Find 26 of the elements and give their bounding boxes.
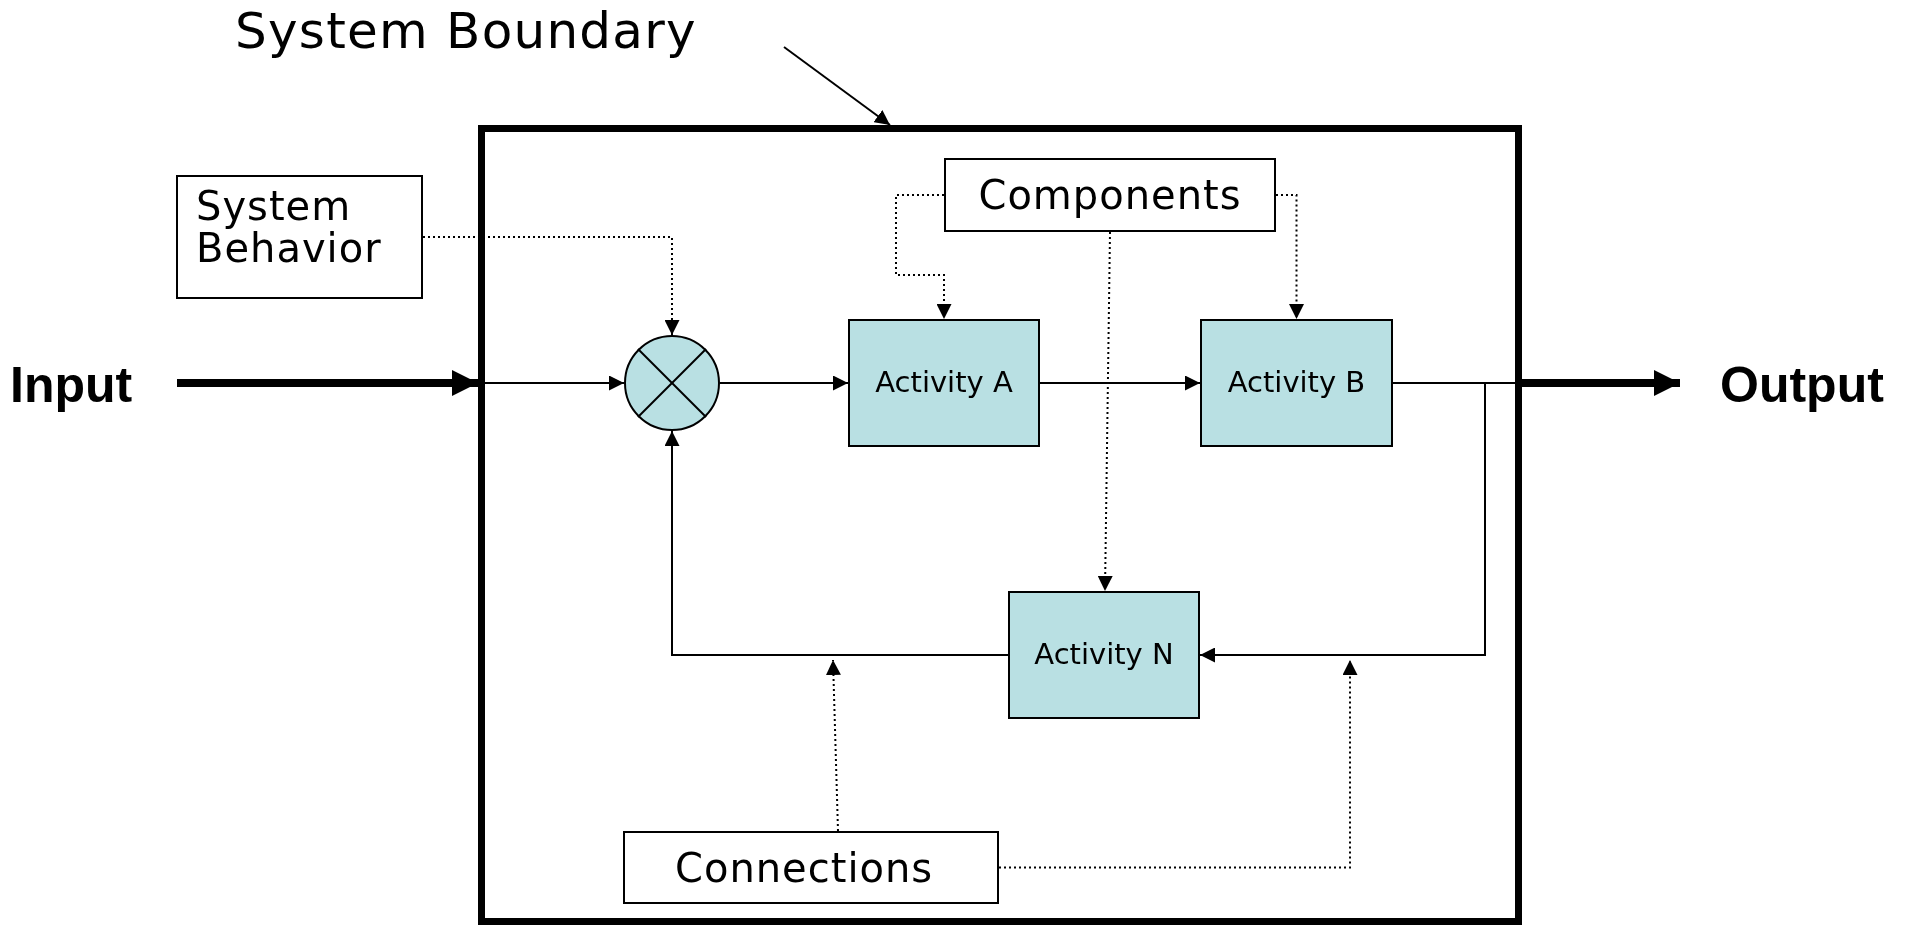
arrow xyxy=(719,375,849,391)
arrow xyxy=(484,375,625,391)
arrow xyxy=(1039,375,1201,391)
process-box xyxy=(848,319,1040,447)
label-box xyxy=(623,831,999,904)
arrow xyxy=(1199,382,1486,663)
process-box xyxy=(1008,591,1200,719)
box-label: Connections xyxy=(674,843,934,893)
text-label: Output xyxy=(1720,355,1884,415)
process-box xyxy=(1200,319,1393,447)
label-box xyxy=(944,158,1276,232)
arrow xyxy=(664,430,1009,656)
leader-line xyxy=(783,46,891,126)
dotted-arrow xyxy=(1275,194,1304,320)
box-label: Activity A xyxy=(875,364,1013,402)
connector-line xyxy=(1392,382,1516,384)
text-label: System Boundary xyxy=(235,0,697,62)
dotted-arrow xyxy=(1097,231,1113,592)
box-label: Activity B xyxy=(1227,364,1366,402)
text-label: Input xyxy=(10,355,133,415)
box-label: System Behavior xyxy=(195,182,383,269)
label-box xyxy=(176,175,423,299)
box-label: Activity N xyxy=(1034,636,1174,674)
dotted-arrow xyxy=(895,194,952,320)
dotted-arrow xyxy=(825,659,841,832)
box-label: Components xyxy=(978,171,1242,220)
